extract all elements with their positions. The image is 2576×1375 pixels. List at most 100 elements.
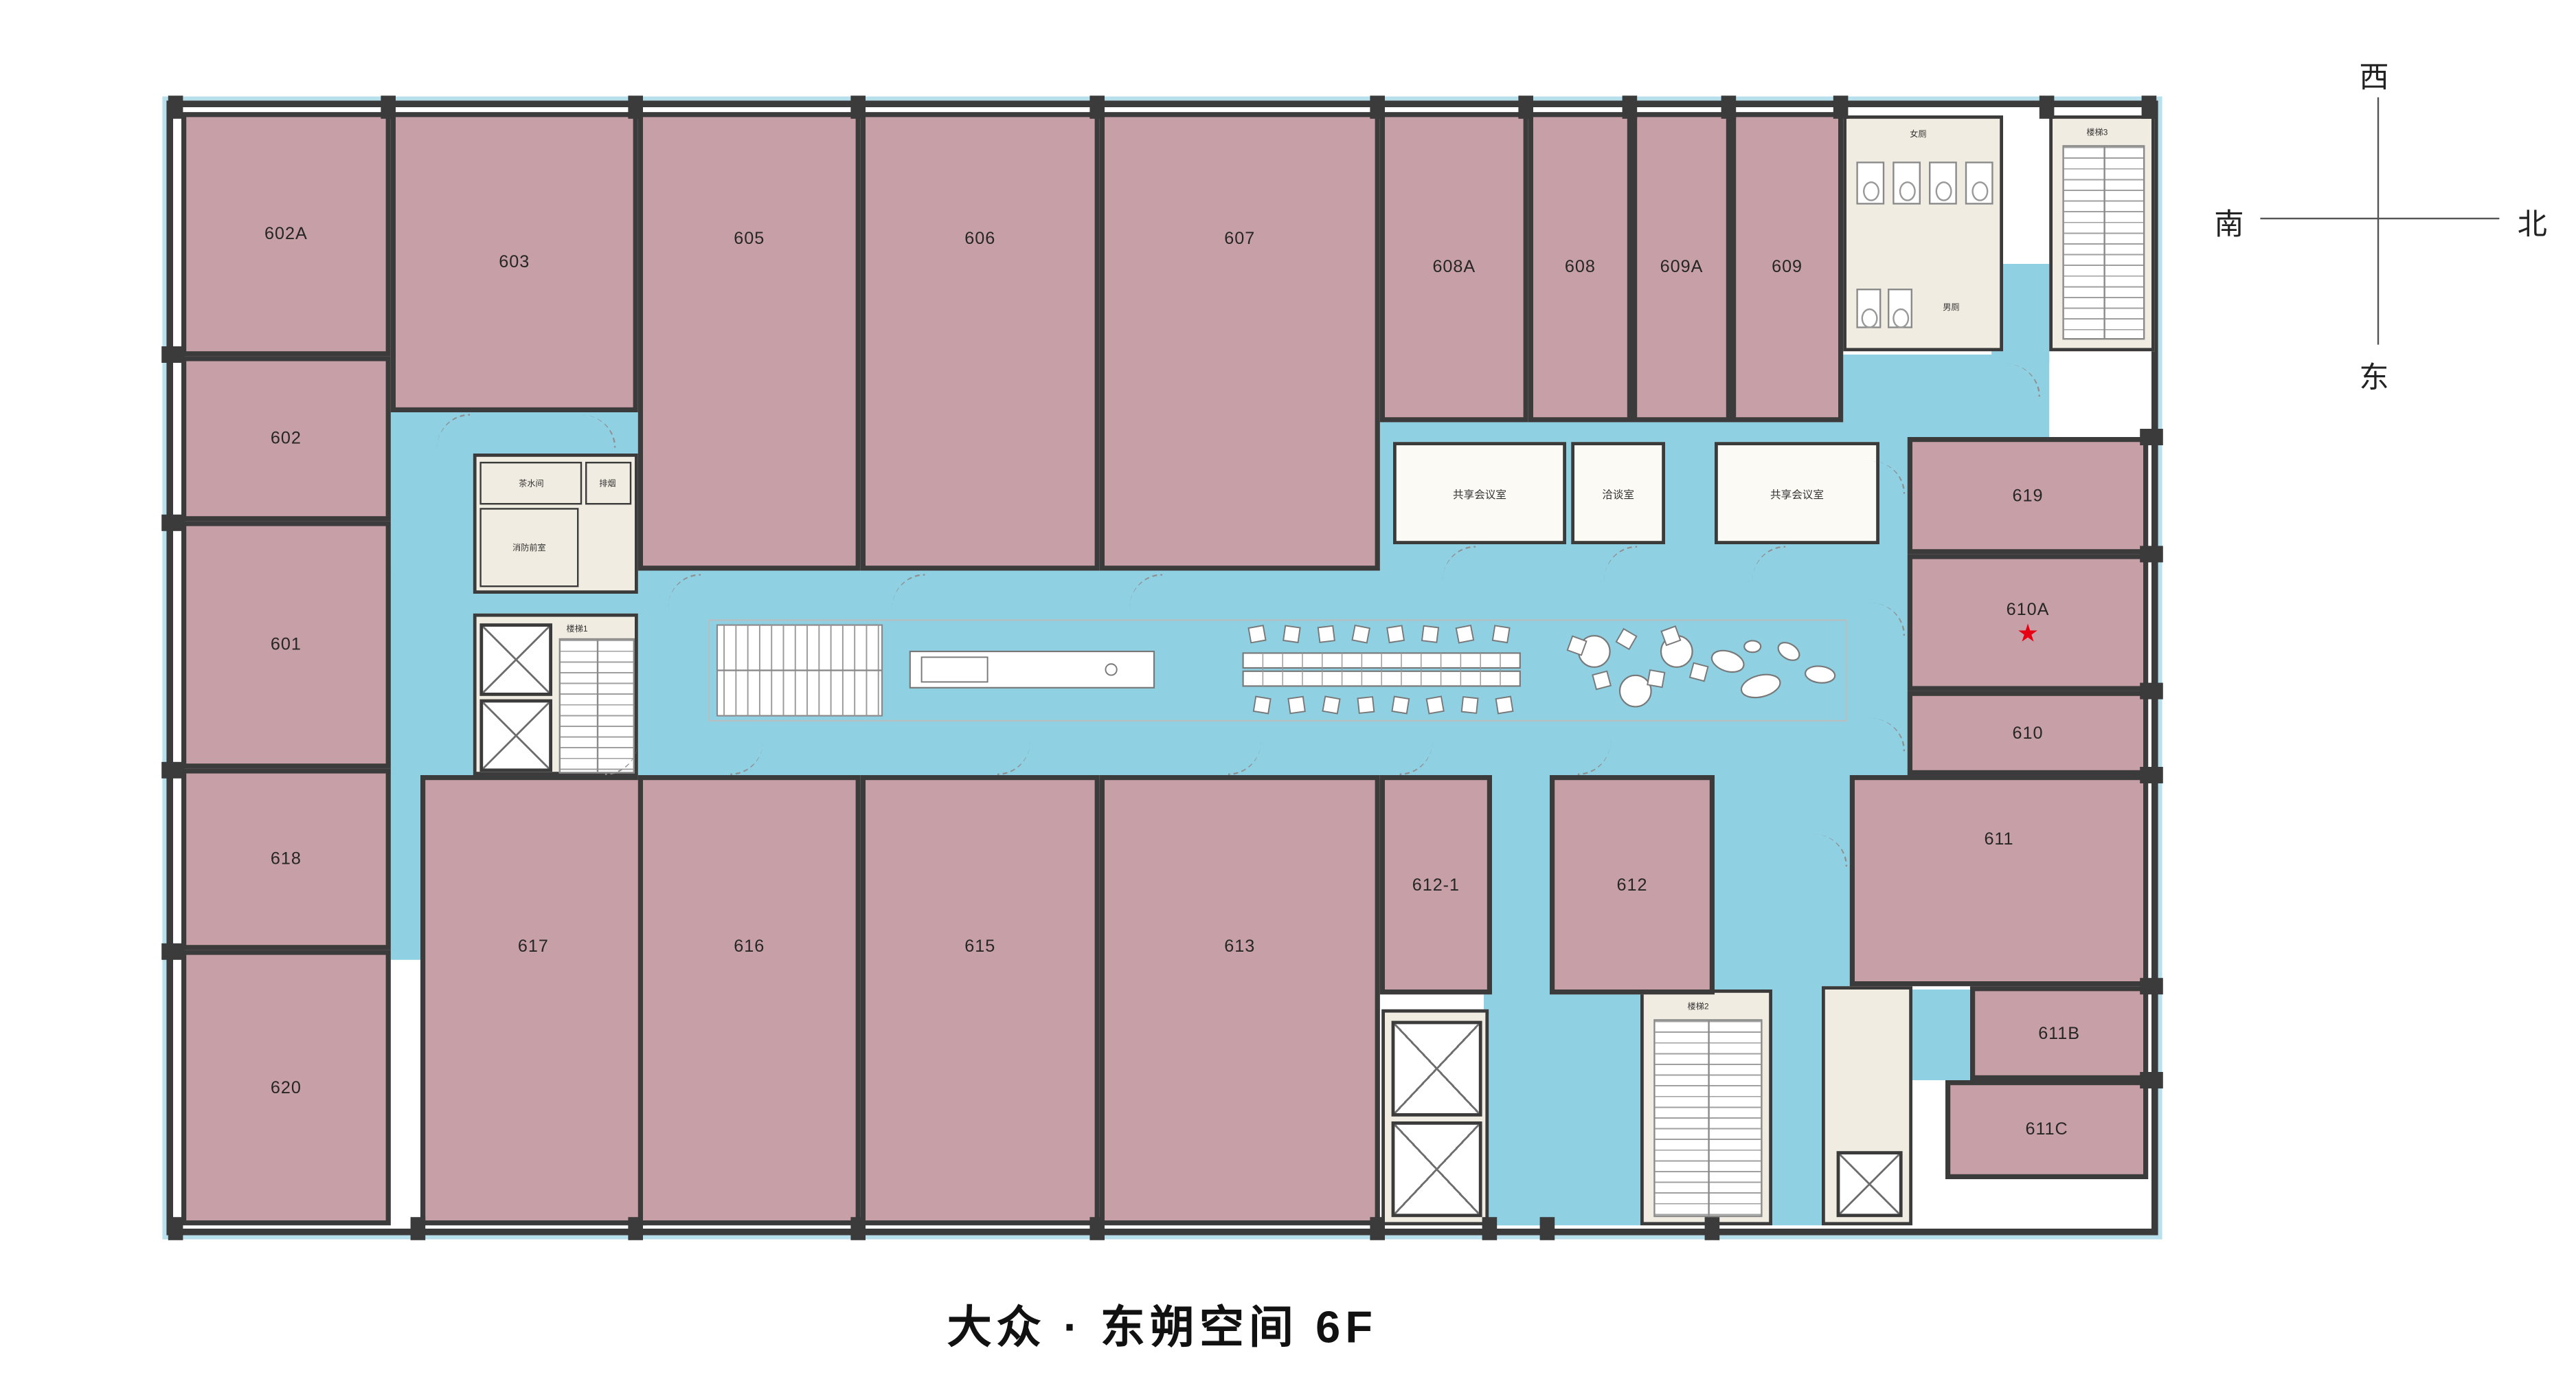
room-label: 618 <box>270 849 302 869</box>
smoke-exhaust-label: 排烟 <box>600 480 617 490</box>
stairs-2-label: 楼梯2 <box>1687 1003 1709 1012</box>
room-label: 603 <box>499 252 530 273</box>
shared-meeting-room-1: 共享会议室 <box>1393 442 1566 545</box>
pillar <box>2140 767 2163 783</box>
room-label: 619 <box>2012 485 2044 506</box>
room-608: 608 <box>1528 112 1632 423</box>
room-label: 605 <box>734 229 765 249</box>
room-label: 602A <box>264 224 308 245</box>
stairs-3-label: 楼梯3 <box>2086 128 2108 138</box>
room-617: 617 <box>420 775 646 1226</box>
room-label: 共享会议室 <box>1770 489 1824 502</box>
room-label: 611C <box>2025 1119 2068 1140</box>
room-615: 615 <box>860 775 1100 1226</box>
toilet-stall <box>1893 161 1921 205</box>
corridor-left-lower <box>390 775 420 960</box>
room-603: 603 <box>390 112 638 412</box>
toilet-stall <box>1856 289 1882 328</box>
pillar <box>1622 96 1638 119</box>
corridor-bottom-lobby <box>1484 990 1640 1226</box>
room-611: 611 <box>1849 775 2149 987</box>
long-conference-table <box>1242 625 1521 715</box>
room-label: 607 <box>1224 229 1256 249</box>
shared-meeting-room-2: 共享会议室 <box>1715 442 1879 545</box>
elevator-5 <box>1836 1151 1903 1218</box>
room-label: 洽谈室 <box>1602 489 1634 502</box>
pillar <box>2039 96 2055 119</box>
compass-west: 西 <box>2359 60 2389 94</box>
pillar <box>168 1217 183 1240</box>
room-609: 609 <box>1731 112 1844 423</box>
pillar <box>1089 1217 1105 1240</box>
room-602A: 602A <box>181 112 391 357</box>
room-606: 606 <box>860 112 1100 571</box>
toilet-stall <box>1856 161 1885 205</box>
pillar <box>161 346 185 363</box>
corridor-furniture <box>708 619 1847 722</box>
compass-north: 北 <box>2517 208 2548 241</box>
stairs-1 <box>558 638 635 774</box>
room-601: 601 <box>181 521 391 769</box>
toilet-stall <box>1888 289 1912 328</box>
room-label: 610A <box>2006 599 2050 620</box>
room-620: 620 <box>181 950 391 1226</box>
pillar <box>410 1217 426 1240</box>
room-612: 612 <box>1550 775 1715 995</box>
elevator-4 <box>1391 1121 1482 1218</box>
toilet-stall <box>1929 161 1957 205</box>
compass-east: 东 <box>2359 361 2389 394</box>
landscape-stones <box>1710 640 1836 699</box>
pillar <box>2140 682 2163 700</box>
pillar <box>381 96 396 119</box>
room-label: 601 <box>270 635 302 655</box>
room-label: 611B <box>2038 1023 2081 1043</box>
room-605: 605 <box>637 112 861 571</box>
stairs-2-block: 楼梯2 <box>1640 990 1772 1226</box>
pillar <box>161 943 185 960</box>
room-613: 613 <box>1099 775 1380 1226</box>
corridor-top-right <box>1843 355 2050 437</box>
women-toilet-label: 女厕 <box>1910 130 1927 140</box>
stairs-3-block: 楼梯3 <box>2049 115 2155 352</box>
room-label: 612-1 <box>1412 875 1460 895</box>
stairs-2 <box>1653 1019 1763 1218</box>
room-616: 616 <box>637 775 861 1226</box>
open-stairs <box>716 624 883 717</box>
stairs-3 <box>2062 145 2145 340</box>
pillar <box>1482 1217 1498 1240</box>
compass: 西 南 北 东 <box>2201 41 2564 396</box>
room-618: 618 <box>181 768 391 950</box>
room-label: 615 <box>964 937 996 957</box>
room-619: 619 <box>1907 437 2149 555</box>
room-label: 609A <box>1660 257 1704 278</box>
pillar <box>850 96 866 119</box>
men-toilet-label: 男厕 <box>1943 303 1960 313</box>
elevator-3 <box>1391 1020 1482 1117</box>
elevator-block-bottom <box>1381 1009 1489 1226</box>
tea-room-label: 茶水间 <box>518 480 544 490</box>
stairs-1-label: 楼梯1 <box>566 625 588 635</box>
round-tables <box>1566 625 1709 708</box>
room-label: 608A <box>1432 257 1476 278</box>
pillar <box>850 1217 866 1240</box>
room-611C: 611C <box>1945 1080 2149 1180</box>
pillar <box>2140 546 2163 563</box>
furniture-zone-outline <box>708 619 1847 722</box>
pillar <box>1089 96 1105 119</box>
pillar <box>1370 1217 1386 1240</box>
elevator-2 <box>479 699 553 772</box>
corridor-stairs2-right <box>1772 990 1822 1226</box>
negotiation-room: 洽谈室 <box>1571 442 1665 545</box>
service-room-bottom-right <box>1822 986 1912 1226</box>
room-612-1: 612-1 <box>1379 775 1492 995</box>
tea-room: 茶水间 <box>479 462 583 505</box>
pillar <box>1370 96 1386 119</box>
pillar <box>1704 1217 1720 1240</box>
pillar <box>2140 429 2163 445</box>
room-label: 612 <box>1616 875 1648 895</box>
pillar <box>1518 96 1533 119</box>
toilet-stall <box>1965 161 1993 205</box>
star-marker: ★ <box>2016 619 2040 648</box>
room-label: 609 <box>1772 257 1803 278</box>
room-label: 613 <box>1224 937 1256 957</box>
